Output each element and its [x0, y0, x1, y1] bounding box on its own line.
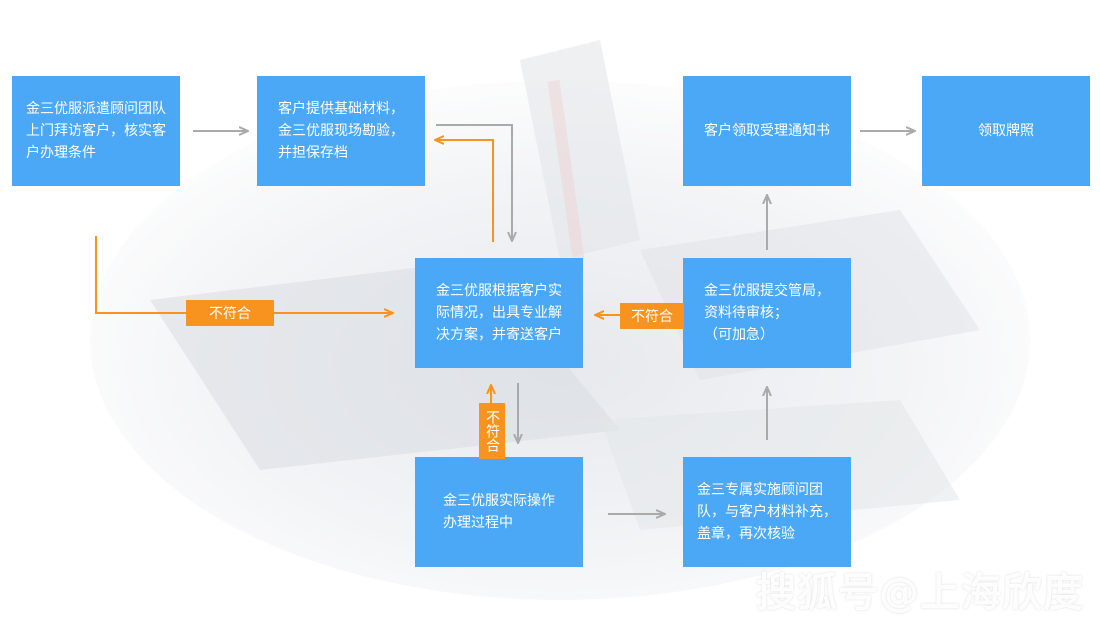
reject-tag-vertical: 不符合 [479, 403, 505, 459]
step-receive-notice: 客户领取受理通知书 [683, 76, 851, 186]
step-receive-license-text: 领取牌照 [978, 123, 1034, 139]
step-visit-customer-text: 金三优服派遣顾问团队 上门拜访客户，核实客 户办理条件 [26, 101, 166, 161]
arrow-reject-n1-n3 [95, 236, 392, 313]
step-receive-license: 领取牌照 [922, 76, 1090, 186]
step-submit-bureau: 金三优服提交管局， 资料待审核； （可加急） [683, 258, 851, 368]
step-receive-notice-text: 客户领取受理通知书 [704, 123, 830, 139]
step-provide-materials-text: 客户提供基础材料， 金三优服现场勘验， 并担保存档 [278, 101, 404, 161]
step-issue-solution: 金三优服根据客户实 际情况，出具专业解 决方案，并寄送客户 [415, 258, 583, 368]
step-issue-solution-text: 金三优服根据客户实 际情况，出具专业解 决方案，并寄送客户 [436, 283, 562, 343]
step-visit-customer: 金三优服派遣顾问团队 上门拜访客户，核实客 户办理条件 [12, 76, 180, 186]
step-supplement-materials: 金三专属实施顾问团 队，与客户材料补充， 盖章，再次核验 [683, 457, 851, 567]
step-processing-text: 金三优服实际操作 办理过程中 [443, 493, 555, 531]
watermark: 搜狐号@上海欣度 [756, 570, 1084, 616]
step-supplement-materials-text: 金三专属实施顾问团 队，与客户材料补充， 盖章，再次核验 [697, 482, 837, 542]
step-provide-materials: 客户提供基础材料， 金三优服现场勘验， 并担保存档 [257, 76, 425, 186]
reject-tag-right: 不符合 [620, 303, 684, 329]
step-processing: 金三优服实际操作 办理过程中 [415, 457, 583, 567]
arrow-reject-n3-n2 [436, 140, 494, 242]
arrow-n2-n3 [436, 124, 512, 240]
step-submit-bureau-text: 金三优服提交管局， 资料待审核； （可加急） [704, 283, 830, 343]
reject-tag-left: 不符合 [186, 300, 274, 326]
